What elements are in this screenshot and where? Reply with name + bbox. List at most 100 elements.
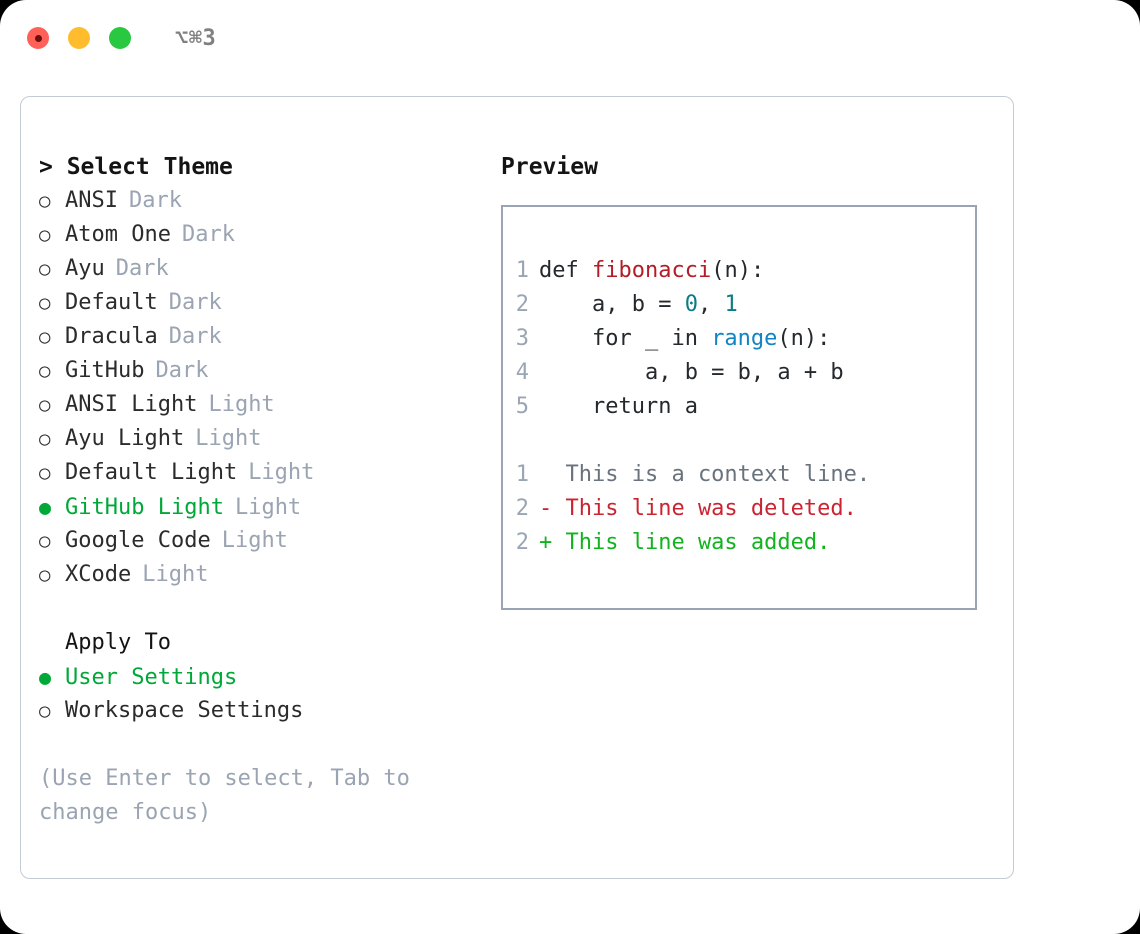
diff-line-number: 2 bbox=[515, 530, 529, 555]
diff-sample: 1 This is a context line. 2 - This line wa… bbox=[503, 458, 975, 560]
code-line-number: 5 bbox=[515, 394, 529, 419]
apply-to-option-workspace-settings[interactable]: ○ Workspace Settings bbox=[39, 694, 479, 728]
radio-unselected-icon: ○ bbox=[39, 462, 51, 484]
theme-variant-tag: Dark bbox=[115, 256, 169, 281]
theme-option-label: Google Code bbox=[65, 528, 211, 553]
theme-variant-tag: Dark bbox=[168, 324, 222, 349]
code-line-number: 2 bbox=[515, 292, 529, 317]
theme-variant-tag: Light bbox=[221, 528, 288, 553]
code-token: def bbox=[539, 258, 592, 283]
theme-option-ayu-light[interactable]: ○ Ayu Light Light bbox=[39, 422, 479, 456]
window-controls bbox=[27, 27, 131, 49]
diff-line-content: + This line was added. bbox=[539, 530, 831, 555]
close-button-icon[interactable] bbox=[27, 27, 49, 49]
code-token: fibonacci bbox=[591, 258, 712, 283]
code-token: (n): bbox=[711, 258, 765, 283]
diff-spacer bbox=[503, 424, 975, 458]
apply-to-option-label: Workspace Settings bbox=[65, 698, 304, 723]
diff-line-del: 2 - This line was deleted. bbox=[503, 492, 975, 526]
code-line-number: 4 bbox=[515, 360, 529, 385]
theme-variant-tag: Light bbox=[195, 426, 262, 451]
theme-option-atom-one[interactable]: ○ Atom One Dark bbox=[39, 218, 479, 252]
code-token: for _ in bbox=[539, 326, 712, 351]
theme-variant-tag: Light bbox=[248, 460, 315, 485]
code-token: 1 bbox=[724, 292, 738, 317]
radio-unselected-icon: ○ bbox=[39, 564, 51, 586]
radio-unselected-icon: ○ bbox=[39, 428, 51, 450]
apply-to-heading: Apply To bbox=[65, 630, 171, 655]
theme-option-xcode[interactable]: ○ XCode Light bbox=[39, 558, 479, 592]
theme-option-label: GitHub bbox=[65, 358, 145, 383]
keyboard-hint-text: (Use Enter to select, Tab to change focu… bbox=[39, 766, 410, 825]
code-token: return a bbox=[539, 394, 698, 419]
theme-option-dracula[interactable]: ○ Dracula Dark bbox=[39, 320, 479, 354]
apply-to-option-user-settings[interactable]: ● User Settings bbox=[39, 660, 479, 694]
apply-to-option-label: User Settings bbox=[65, 665, 238, 690]
theme-option-label: ANSI Light bbox=[65, 392, 198, 417]
select-theme-heading: > Select Theme bbox=[39, 154, 233, 180]
code-token: , bbox=[697, 292, 725, 317]
theme-option-label: Default bbox=[65, 290, 158, 315]
radio-unselected-icon: ○ bbox=[39, 700, 51, 722]
code-line-number: 1 bbox=[515, 258, 529, 283]
theme-option-label: ANSI bbox=[65, 188, 118, 213]
theme-option-label: Ayu bbox=[65, 256, 105, 281]
theme-variant-tag: Dark bbox=[181, 222, 235, 247]
radio-unselected-icon: ○ bbox=[39, 292, 51, 314]
theme-variant-tag: Dark bbox=[155, 358, 209, 383]
maximize-button-icon[interactable] bbox=[109, 27, 131, 49]
radio-unselected-icon: ○ bbox=[39, 360, 51, 382]
theme-option-ansi-light[interactable]: ○ ANSI Light Light bbox=[39, 388, 479, 422]
radio-unselected-icon: ○ bbox=[39, 326, 51, 348]
theme-option-github[interactable]: ○ GitHub Dark bbox=[39, 354, 479, 388]
code-token: (n): bbox=[777, 326, 831, 351]
diff-line-add: 2 + This line was added. bbox=[503, 526, 975, 560]
diff-line-number: 2 bbox=[515, 496, 529, 521]
radio-selected-icon: ● bbox=[39, 495, 52, 519]
theme-option-label: Ayu Light bbox=[65, 426, 185, 451]
close-dot-icon bbox=[34, 34, 42, 42]
minimize-button-icon[interactable] bbox=[68, 27, 90, 49]
code-token: a, b = bbox=[539, 292, 685, 317]
diff-line-content: - This line was deleted. bbox=[539, 496, 857, 521]
radio-unselected-icon: ○ bbox=[39, 530, 51, 552]
code-line: 1 def fibonacci(n): bbox=[503, 254, 975, 288]
code-line: 5 return a bbox=[503, 390, 975, 424]
theme-option-label: XCode bbox=[65, 562, 132, 587]
code-line-content: a, b = b, a + b bbox=[539, 356, 844, 390]
theme-option-ayu[interactable]: ○ Ayu Dark bbox=[39, 252, 479, 286]
code-line: 4 a, b = b, a + b bbox=[503, 356, 975, 390]
apply-to-list: ● User Settings ○ Workspace Settings bbox=[39, 660, 479, 728]
code-line-content: return a bbox=[539, 390, 698, 424]
theme-variant-tag: Light bbox=[208, 392, 275, 417]
radio-unselected-icon: ○ bbox=[39, 224, 51, 246]
radio-unselected-icon: ○ bbox=[39, 394, 51, 416]
diff-line-number: 1 bbox=[515, 462, 529, 487]
theme-option-label: Atom One bbox=[65, 222, 171, 247]
theme-option-label: Default Light bbox=[65, 460, 238, 485]
code-token: 0 bbox=[684, 292, 698, 317]
theme-variant-tag: Dark bbox=[128, 188, 182, 213]
code-token: range bbox=[711, 326, 778, 351]
radio-selected-icon: ● bbox=[39, 665, 52, 689]
theme-variant-tag: Light bbox=[142, 562, 209, 587]
code-line-content: def fibonacci(n): bbox=[539, 254, 764, 288]
theme-option-default-light[interactable]: ○ Default Light Light bbox=[39, 456, 479, 490]
radio-unselected-icon: ○ bbox=[39, 258, 51, 280]
theme-option-google-code[interactable]: ○ Google Code Light bbox=[39, 524, 479, 558]
diff-line-content: This is a context line. bbox=[539, 462, 871, 487]
code-line: 3 for _ in range(n): bbox=[503, 322, 975, 356]
theme-option-label: Dracula bbox=[65, 324, 158, 349]
code-token: a, b = b, a + b bbox=[539, 360, 844, 385]
code-line-content: a, b = 0, 1 bbox=[539, 288, 738, 322]
